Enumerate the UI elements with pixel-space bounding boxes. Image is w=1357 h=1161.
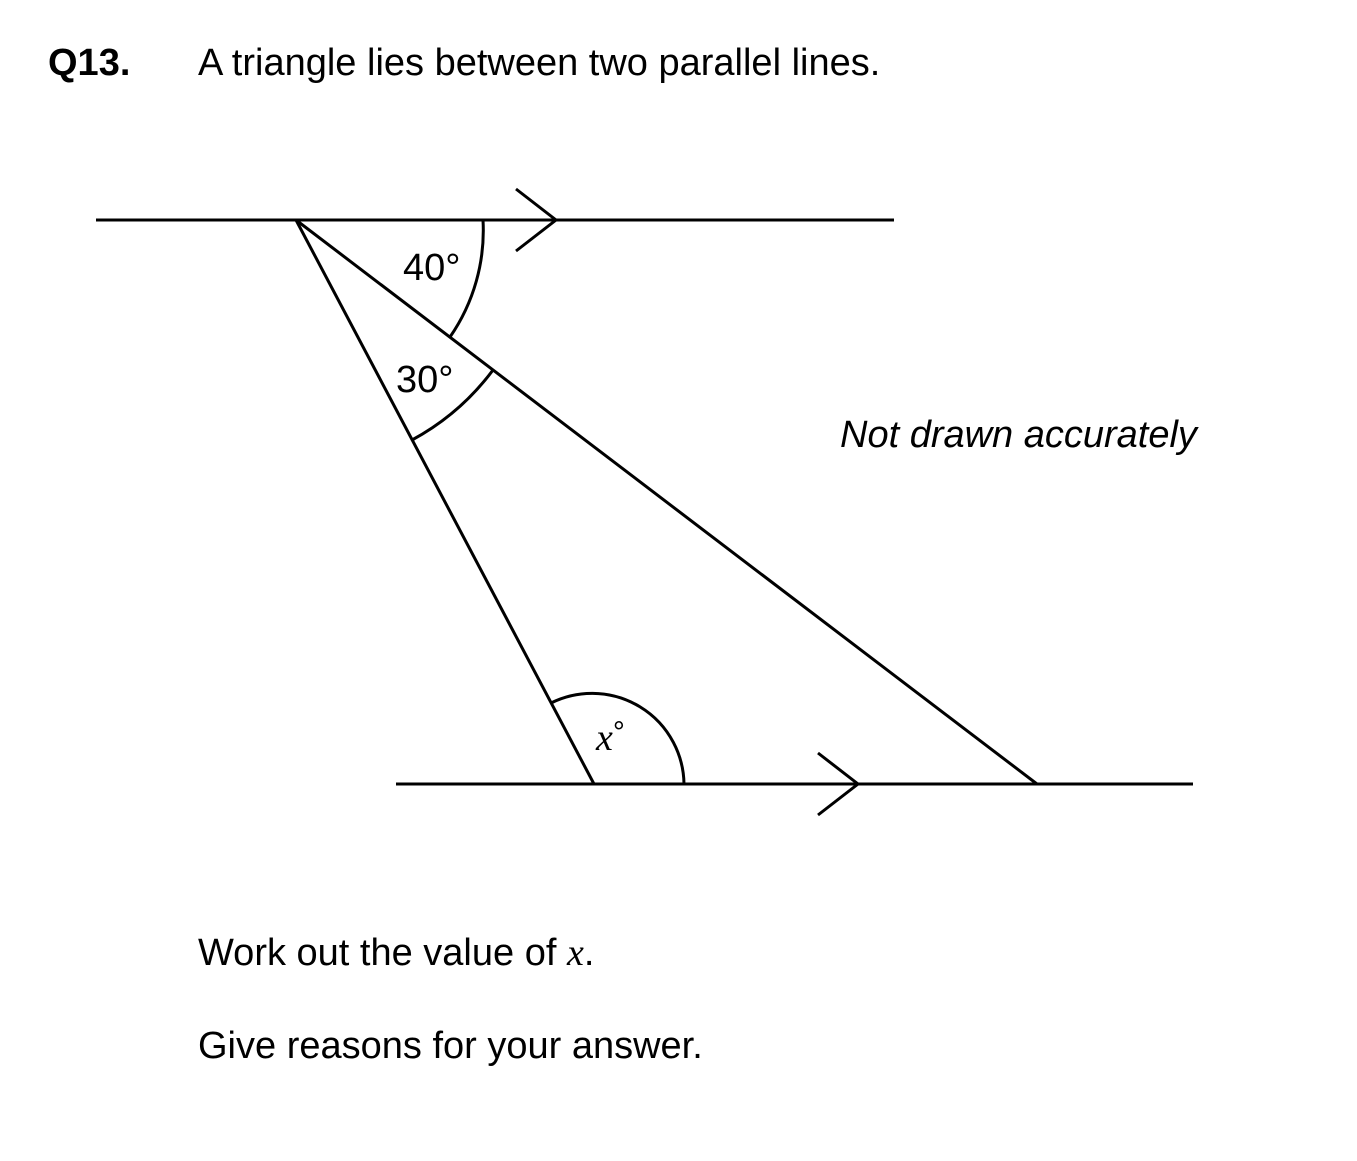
angle-degree-symbol: °: [613, 716, 625, 749]
instruction-suffix: .: [583, 932, 595, 974]
question-text: A triangle lies between two parallel lin…: [198, 42, 881, 84]
question-number: Q13.: [48, 42, 131, 84]
angle-arc-x: [550, 691, 686, 785]
angle-label-x: x°: [595, 716, 625, 759]
not-drawn-accurately-note: Not drawn accurately: [840, 414, 1197, 456]
angle-arc-40: [448, 219, 485, 338]
angle-label-40: 40°: [403, 247, 460, 289]
instruction-work-out: Work out the value of x.: [198, 934, 594, 972]
bottom-parallel-arrow: [817, 751, 861, 817]
angle-var-x: x: [595, 717, 613, 759]
instruction-prefix: Work out the value of: [198, 932, 567, 974]
angle-label-30: 30°: [396, 359, 453, 401]
instruction-variable-x: x: [566, 932, 584, 974]
triangle-side-left: [294, 219, 596, 785]
instruction-give-reasons: Give reasons for your answer.: [198, 1025, 703, 1067]
angle-arc-30: [411, 369, 495, 442]
top-parallel-arrow: [515, 187, 559, 253]
triangle-side-right: [295, 218, 1038, 786]
